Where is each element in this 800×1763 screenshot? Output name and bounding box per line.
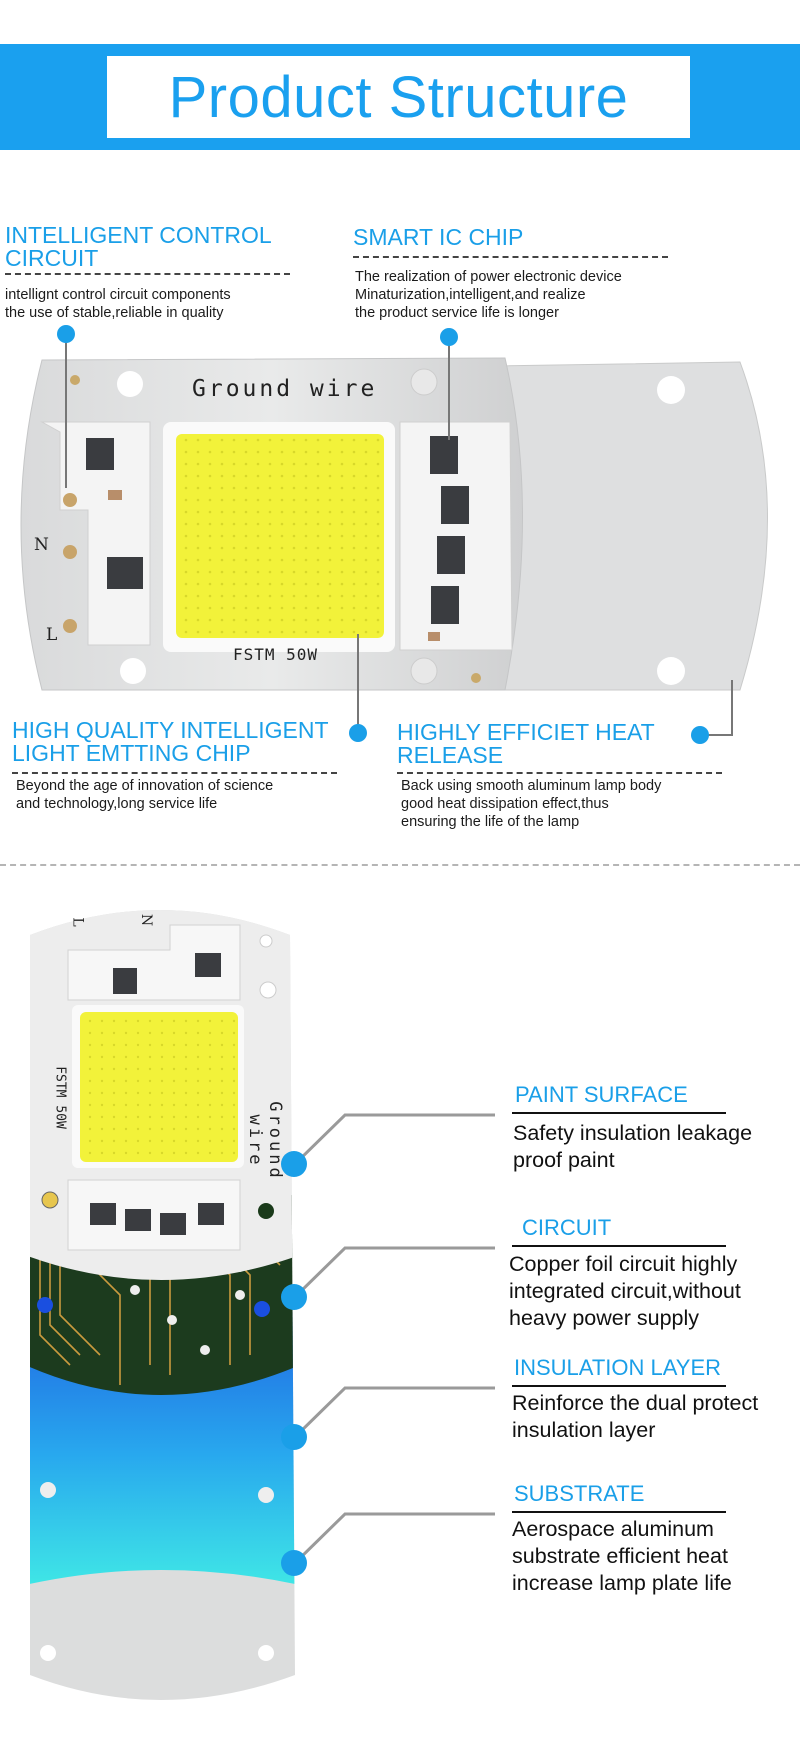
annotation-title-ic-chip: SMART IC CHIP <box>353 224 524 250</box>
annotation-title-heat-release: HIGHLY EFFICIET HEAT RELEASE <box>397 719 655 768</box>
divider <box>12 772 337 774</box>
l-terminal-label: L <box>46 625 58 645</box>
layer-marker-circuit <box>281 1284 307 1310</box>
divider <box>397 772 722 774</box>
layer-marker-substrate <box>281 1550 307 1576</box>
divider <box>353 256 668 258</box>
ground-wire-label: Ground wire <box>192 376 378 402</box>
layer-desc-circuit: Copper foil circuit highly integrated ci… <box>509 1252 741 1330</box>
layer-title-paint: PAINT SURFACE <box>515 1082 688 1107</box>
section-separator <box>0 864 800 866</box>
layered-chip-illustration <box>30 910 295 1700</box>
layer-title-circuit: CIRCUIT <box>522 1215 612 1240</box>
top-chip-illustration <box>20 357 768 691</box>
divider <box>5 273 290 275</box>
layer-desc-substrate: Aerospace aluminum substrate efficient h… <box>512 1517 732 1595</box>
layer-marker-paint <box>281 1151 307 1177</box>
divider <box>512 1245 726 1247</box>
divider <box>512 1385 726 1387</box>
layer-title-substrate: SUBSTRATE <box>514 1481 645 1506</box>
layer-desc-paint: Safety insulation leakage proof paint <box>513 1121 753 1172</box>
annotation-title-led-chip: HIGH QUALITY INTELLIGENT LIGHT EMTTING C… <box>12 717 329 766</box>
layer-desc-insulation: Reinforce the dual protect insulation la… <box>512 1391 759 1442</box>
divider <box>512 1511 726 1513</box>
layer-title-insulation: INSULATION LAYER <box>514 1355 722 1380</box>
annotation-desc: Back using smooth aluminum lamp body goo… <box>401 778 662 830</box>
header-box: Product Structure <box>107 56 690 138</box>
divider <box>512 1112 726 1114</box>
annotation-control-circuit: INTELLIGENT CONTROL CIRCUIT <box>5 224 305 270</box>
n-terminal-label: N <box>34 535 49 555</box>
model-label: FSTM 50W <box>233 645 319 664</box>
annotation-title: INTELLIGENT CONTROL CIRCUIT <box>5 222 272 271</box>
annotation-desc: The realization of power electronic devi… <box>355 269 622 321</box>
page-title: Product Structure <box>168 64 629 130</box>
top-callout-lines <box>57 325 733 744</box>
annotation-desc: intellignt control circuit components th… <box>5 287 231 321</box>
annotation-desc: Beyond the age of innovation of science … <box>16 778 274 812</box>
layer-marker-insulation <box>281 1424 307 1450</box>
